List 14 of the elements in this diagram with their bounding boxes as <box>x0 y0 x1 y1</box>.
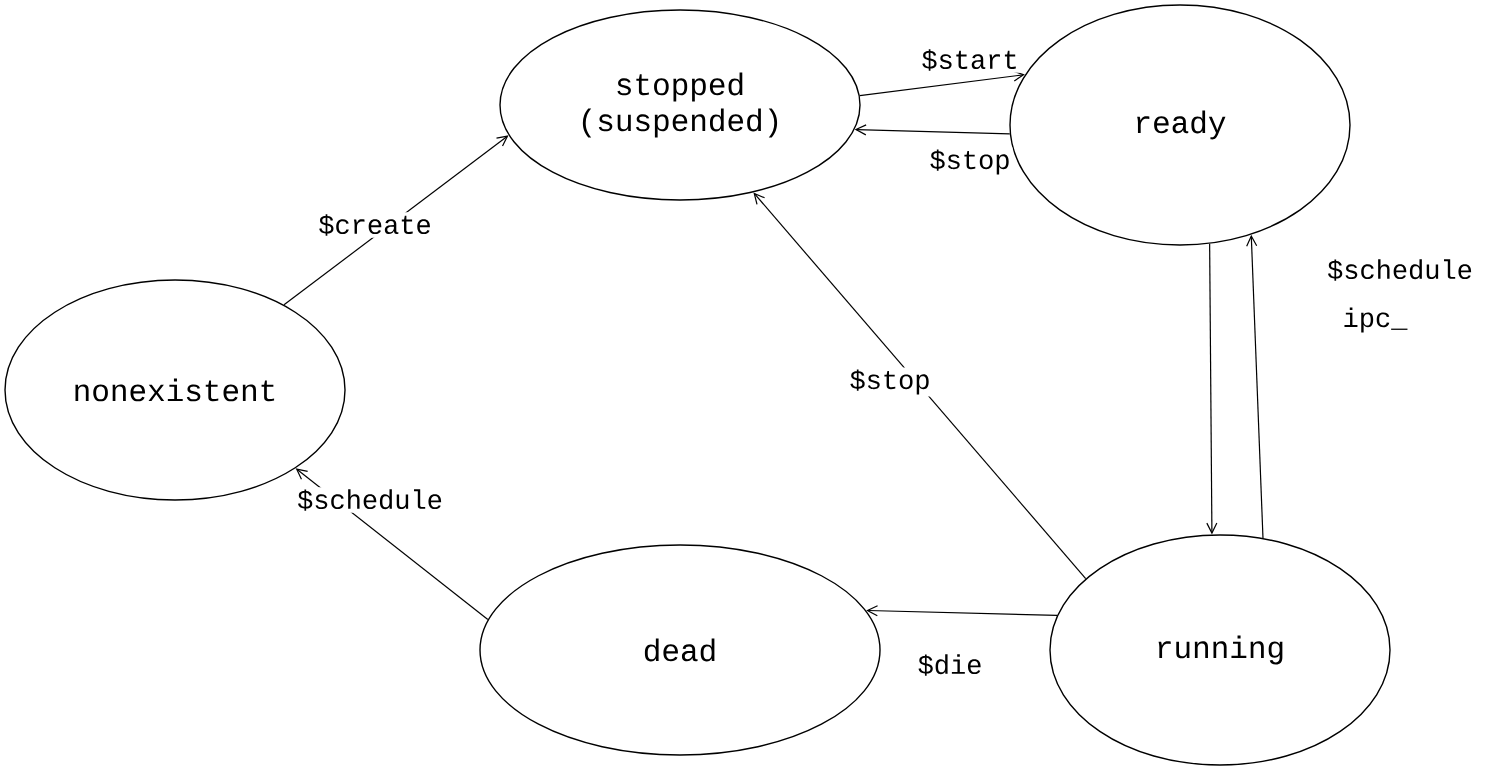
note-label: ipc_ <box>1344 307 1408 333</box>
edge-label: $schedule <box>1325 257 1475 283</box>
arrow <box>866 605 1058 617</box>
arrow <box>1206 243 1218 535</box>
edge-label: $die <box>915 652 985 678</box>
edge-label: $stop <box>847 367 933 397</box>
arrow <box>753 192 1087 580</box>
edge-label: $create <box>316 212 434 238</box>
arrow <box>1246 234 1264 539</box>
arrow <box>859 70 1025 97</box>
edge-label: $start <box>919 47 1021 73</box>
edge-label: $schedule <box>295 487 445 513</box>
edge-label: $stop <box>927 147 1013 177</box>
arrow <box>854 124 1011 136</box>
